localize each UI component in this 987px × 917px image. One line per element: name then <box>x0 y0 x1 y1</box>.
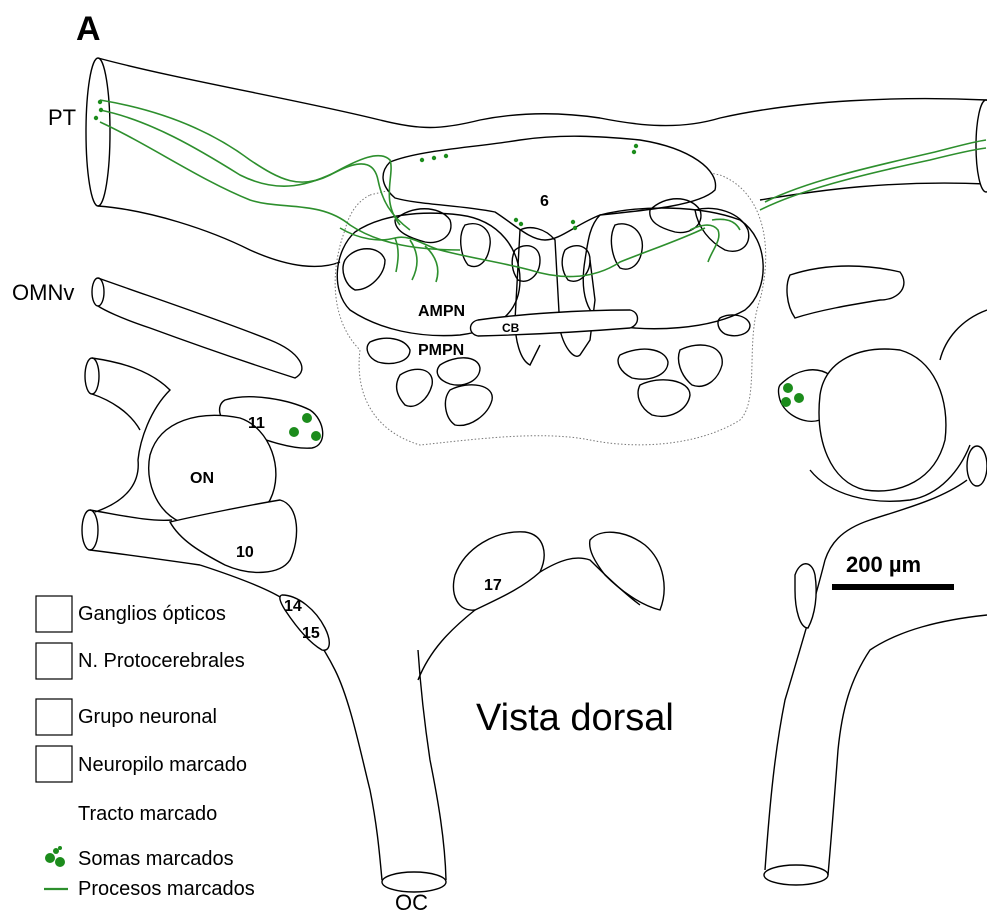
legend-item-labeled-neuropil: Neuropilo marcado <box>78 754 247 776</box>
nucleus-15-label: 15 <box>302 625 320 642</box>
pmpn-label: PMPN <box>418 342 464 359</box>
scale-bar-label: 200 µm <box>846 552 921 577</box>
legend-item-labeled-processes: Procesos marcados <box>78 878 255 900</box>
nucleus-17-label: 17 <box>484 577 502 594</box>
legend-item-protocerebral: N. Protocerebrales <box>78 650 245 672</box>
legend-item-optic-ganglia: Ganglios ópticos <box>78 603 226 625</box>
scale-bar <box>832 584 954 590</box>
legend-item-labeled-somas: Somas marcados <box>78 848 234 870</box>
nucleus-14-label: 14 <box>284 598 302 615</box>
pt-label: PT <box>48 105 76 130</box>
legend-swatch-optic-ganglia <box>36 596 72 632</box>
central-lower-structures <box>418 532 664 680</box>
cb-outline <box>471 310 638 336</box>
nucleus-6-label: 6 <box>540 193 549 210</box>
legend-item-neuron-group: Grupo neuronal <box>78 706 217 728</box>
nucleus-10-label: 10 <box>236 544 254 561</box>
legend-swatch-protocerebral <box>36 643 72 679</box>
on-label: ON <box>190 470 214 487</box>
left-optic-lobe <box>82 278 446 892</box>
omnv-label: OMNv <box>12 280 74 305</box>
nucleus-11-label: 11 <box>248 415 265 432</box>
central-column-outline <box>515 228 595 365</box>
legend-swatch-labeled-neuropil <box>36 746 72 782</box>
legend-soma-icon <box>45 846 65 867</box>
legend-swatch-neuron-group <box>36 699 72 735</box>
nucleus-6-outline <box>383 136 716 240</box>
view-label: Vista dorsal <box>476 697 674 739</box>
oc-label: OC <box>395 890 428 915</box>
panel-label: A <box>76 10 101 48</box>
ampn-label: AMPN <box>418 303 465 320</box>
cb-label: CB <box>502 321 520 335</box>
legend: Ganglios ópticos N. Protocerebrales Grup… <box>36 596 255 900</box>
legend-item-labeled-tract: Tracto marcado <box>78 803 217 825</box>
